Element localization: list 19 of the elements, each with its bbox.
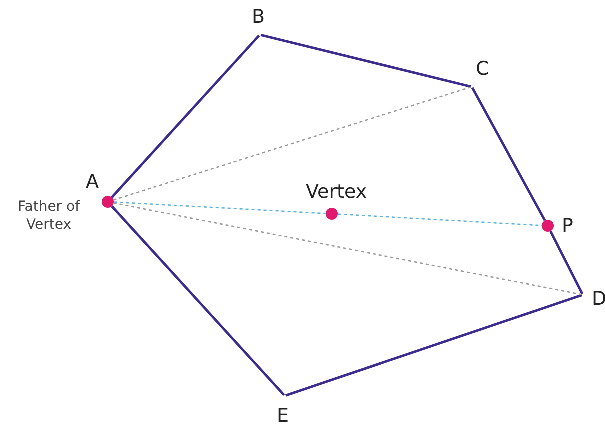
polygon-side [471, 87, 546, 222]
point-label: B [252, 7, 266, 27]
point-label: C [476, 59, 490, 79]
polygon-side [111, 34, 260, 198]
polygon-side [111, 206, 286, 396]
point-dot [102, 196, 114, 208]
point-dot [542, 220, 554, 232]
dashed-line [114, 202, 326, 214]
dashed-line [114, 202, 582, 296]
polygon-side [260, 34, 472, 88]
polygon-side [550, 230, 584, 295]
point-label: Vertex [306, 182, 368, 202]
point-dot [326, 208, 338, 220]
point-label: P [562, 216, 574, 236]
polygon-side [286, 294, 582, 397]
point-caption: Father of Vertex [16, 198, 82, 234]
point-label: E [277, 406, 290, 426]
dashed-line [114, 86, 472, 201]
point-label: A [86, 172, 99, 192]
